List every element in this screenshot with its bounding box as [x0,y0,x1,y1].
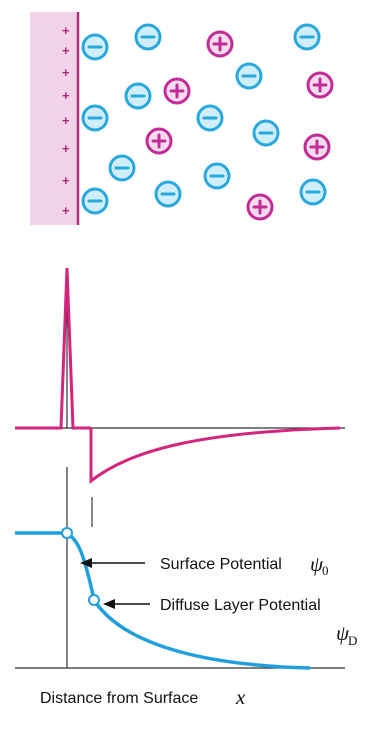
surface-potential-label: Surface Potential [160,556,282,573]
surface-charges: + + + + + + + + [62,23,70,218]
negative-ion-icon [299,178,327,206]
negative-ion-icon [124,82,152,110]
ion-distribution-panel: + + + + + + + + [30,12,334,225]
surface-potential-subscript: 0 [322,563,329,578]
charged-surface-region [30,12,78,225]
potential-plot: Surface Potential ψ 0 Diffuse Layer Pote… [15,467,357,709]
negative-ion-icon [293,23,321,51]
negative-ion-icon [203,162,231,190]
ion-layer [81,23,334,221]
surface-potential-arrowhead [80,558,92,568]
diffuse-potential-subscript: D [348,633,357,648]
diffuse-potential-symbol: ψ [336,621,350,645]
positive-ion-icon [206,30,234,58]
negative-ion-icon [196,104,224,132]
surface-positive-charge: + [62,203,70,218]
charge-density-plot [15,267,345,485]
surface-potential-symbol: ψ [310,552,324,576]
surface-positive-charge: + [62,141,70,156]
negative-ion-icon [81,33,109,61]
positive-ion-icon [303,133,331,161]
negative-ion-icon [235,62,263,90]
surface-positive-charge: + [62,173,70,188]
surface-positive-charge: + [62,88,70,103]
distance-axis-symbol: x [235,685,246,709]
diffuse-potential-label: Diffuse Layer Potential [160,597,321,614]
negative-ion-icon [108,154,136,182]
negative-ion-icon [252,119,280,147]
positive-ion-icon [306,71,334,99]
positive-ion-icon [145,127,173,155]
distance-axis-label: Distance from Surface [40,690,198,707]
surface-positive-charge: + [62,43,70,58]
negative-ion-icon [81,187,109,215]
surface-charge-spike [15,267,91,430]
surface-positive-charge: + [62,113,70,128]
diffuse-layer-potential-point [88,594,100,606]
potential-curve [15,531,311,670]
negative-ion-icon [81,104,109,132]
positive-ion-icon [163,77,191,105]
surface-positive-charge: + [62,65,70,80]
negative-ion-icon [134,23,162,51]
surface-potential-point [61,527,73,539]
positive-ion-icon [246,193,274,221]
diffuse-potential-arrowhead [103,599,115,609]
negative-ion-icon [154,180,182,208]
surface-positive-charge: + [62,23,70,38]
counter-ion-charge-curve [89,426,341,485]
